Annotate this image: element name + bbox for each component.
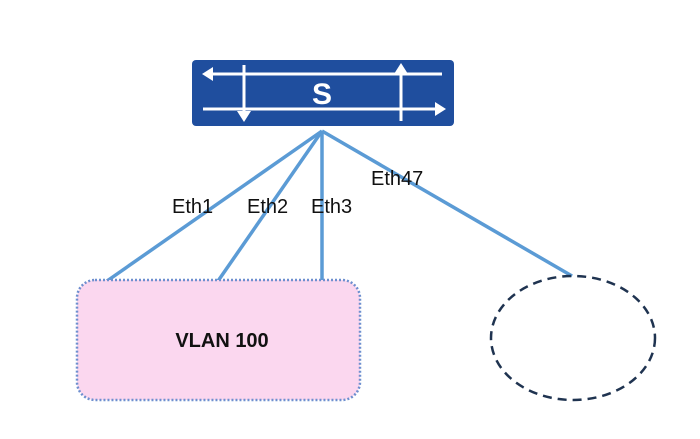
switch-label: S xyxy=(312,78,332,111)
port-labels: Eth1 Eth2 Eth3 Eth47 xyxy=(172,168,423,218)
link-eth2 xyxy=(216,130,324,282)
link-eth1 xyxy=(105,129,324,283)
port-label-eth3: Eth3 xyxy=(311,196,352,218)
switch: S xyxy=(192,60,454,126)
vlan-box xyxy=(75,278,362,402)
port-label-eth2: Eth2 xyxy=(247,196,288,218)
vlan-group: VLAN 100 xyxy=(75,278,362,402)
link-eth47 xyxy=(321,129,573,278)
port-label-eth1: Eth1 xyxy=(172,196,213,218)
switch-arrows-icon xyxy=(202,63,446,122)
links xyxy=(105,129,573,283)
vlan-label: VLAN 100 xyxy=(175,330,268,352)
unnamed-group-ellipse xyxy=(489,274,657,402)
port-label-eth47: Eth47 xyxy=(371,168,423,190)
